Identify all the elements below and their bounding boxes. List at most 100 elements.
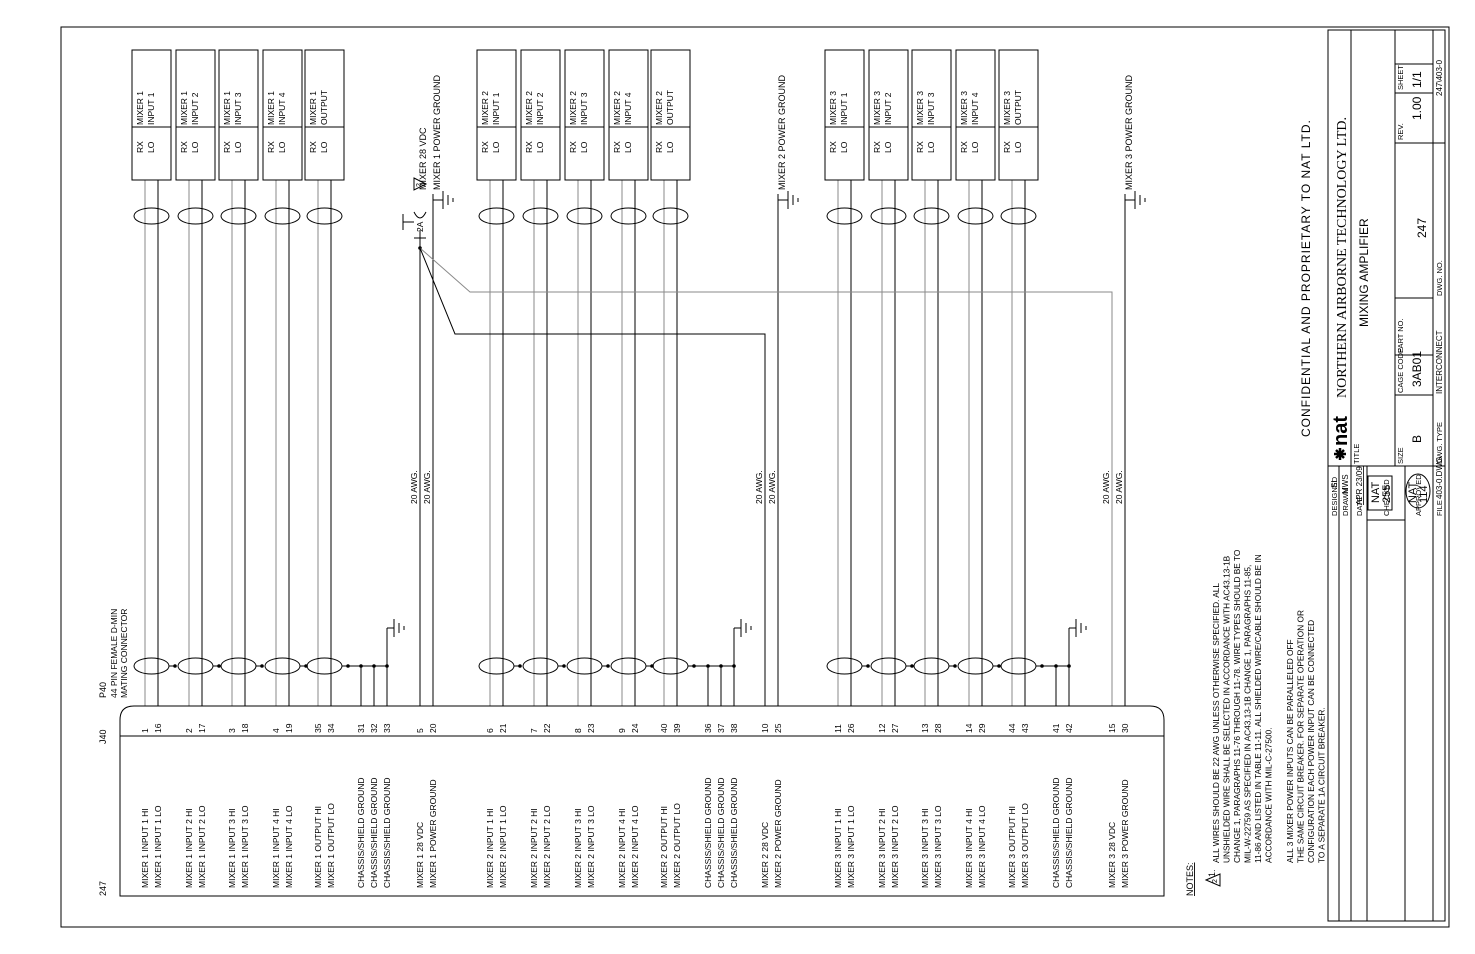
device-outline <box>868 49 909 181</box>
junction-dot <box>217 664 221 668</box>
device-lo: LO <box>623 141 633 153</box>
row-label: MIXER 2 INPUT 1 LO <box>498 805 508 888</box>
row-label: MIXER 2 INPUT 4 LO <box>630 805 640 888</box>
device-line-1: MIXER 2 <box>568 91 578 125</box>
pin-number: 27 <box>890 723 900 733</box>
pin-number: 28 <box>933 723 943 733</box>
note-2-line: ALL 3 MIXER POWER INPUTS CAN BE PARALLEL… <box>1285 639 1295 863</box>
shield-oval <box>522 657 559 675</box>
device-rx: RX <box>915 141 925 153</box>
checked-label: CHECKED <box>1382 479 1391 516</box>
device-line-1: MIXER 1 <box>135 91 145 125</box>
junction-dot <box>910 664 914 668</box>
wire-gauge: 20 AWG. <box>422 470 432 504</box>
pin-number: 25 <box>773 723 783 733</box>
note-2-number: 2 <box>1212 879 1219 883</box>
device-line-1: MIXER 2 <box>612 91 622 125</box>
drawing-title: MIXING AMPLIFIER <box>1357 218 1371 327</box>
row-label: MIXER 2 OUTPUT HI <box>659 806 669 888</box>
wire-gauge: 20 AWG. <box>1114 470 1124 504</box>
device-line-2: INPUT 2 <box>535 92 545 125</box>
device-lo: LO <box>1013 141 1023 153</box>
power-ground-icon <box>1134 191 1146 209</box>
title-block: DESIGNED SI DRAWN MWS DATE APR 23/09 CHE… <box>1327 29 1446 922</box>
pin-number: 34 <box>326 723 336 733</box>
device-outline <box>131 49 172 181</box>
breaker-rating: 2A <box>415 221 425 232</box>
date-label: DATE <box>1355 497 1364 516</box>
row-label: MIXER 1 OUTPUT LO <box>326 803 336 888</box>
dwg-type-label: DWG. TYPE <box>1435 422 1444 464</box>
shield-oval <box>478 207 515 225</box>
asterisk-icon <box>1334 448 1346 460</box>
device-lo: LO <box>319 141 329 153</box>
device-rx: RX <box>266 141 276 153</box>
device-line-1: MIXER 2 <box>654 91 664 125</box>
device-outline <box>824 49 865 181</box>
pin-number: 14 <box>964 723 974 733</box>
pin-number: 6 <box>485 728 495 733</box>
row-label: MIXER 3 INPUT 3 LO <box>933 805 943 888</box>
row-label: MIXER 1 INPUT 2 LO <box>197 805 207 888</box>
device-lo: LO <box>535 141 545 153</box>
j40-shell <box>119 705 1165 736</box>
power-ground-label: MIXER 2 POWER GROUND <box>777 74 787 190</box>
device-line-2: OUTPUT <box>319 90 329 125</box>
shield-oval <box>133 657 170 675</box>
note-1-text: ALL WIRES SHOULD BE 22 AWG UNLESS OTHERW… <box>1211 549 1274 863</box>
plug-description-2: MATING CONNECTOR <box>119 609 129 698</box>
shield-oval <box>133 207 170 225</box>
device-outline <box>564 49 605 181</box>
shield-oval <box>306 207 343 225</box>
junction-dot <box>606 664 610 668</box>
sheet-value: 1/1 <box>1410 71 1424 88</box>
dwg-no-label: DWG. NO. <box>1435 260 1444 296</box>
junction-dot <box>562 664 566 668</box>
dwg-no-value: 247\403-0 <box>1435 59 1444 96</box>
row-label: MIXER 3 INPUT 3 HI <box>920 808 930 888</box>
note-2-line: CONFIGURATION EACH POWER INPUT CAN BE CO… <box>1306 620 1316 863</box>
device-line-1: MIXER 3 <box>828 91 838 125</box>
date-value: APR 23/09 <box>1355 466 1364 505</box>
device-rx: RX <box>524 141 534 153</box>
device-lo: LO <box>190 141 200 153</box>
pin-number: 42 <box>1064 723 1074 733</box>
shield-oval <box>478 657 515 675</box>
device-rx: RX <box>222 141 232 153</box>
device-outline <box>608 49 649 181</box>
pin-number: 3 <box>227 728 237 733</box>
device-line-1: MIXER 3 <box>1002 91 1012 125</box>
device-line-2: INPUT 2 <box>190 92 200 125</box>
wire-gauge: 20 AWG. <box>754 470 764 504</box>
row-label: MIXER 3 INPUT 4 LO <box>977 805 987 888</box>
parallel-feed-3 <box>419 247 1113 706</box>
note-2-line: TO A SEPARATE 1A CIRCUIT BREAKER. <box>1317 707 1327 863</box>
device-line-1: MIXER 3 <box>872 91 882 125</box>
device-line-2: INPUT 3 <box>233 92 243 125</box>
pin-number: 33 <box>382 723 392 733</box>
shield-oval <box>610 207 647 225</box>
row-label: MIXER 1 INPUT 3 HI <box>227 808 237 888</box>
note-ref-number: 2 <box>416 183 423 187</box>
device-outline <box>650 49 691 181</box>
device-line-1: MIXER 3 <box>915 91 925 125</box>
row-label: CHASSIS/SHIELD GROUND <box>1051 777 1061 888</box>
pin-number: 7 <box>529 728 539 733</box>
pin-number: 2 <box>184 728 194 733</box>
row-label: MIXER 1 INPUT 4 HI <box>271 808 281 888</box>
pin-number: 26 <box>846 723 856 733</box>
junction-dot <box>173 664 177 668</box>
shield-oval <box>913 207 950 225</box>
plug-id: P40 <box>98 682 108 698</box>
drawn-value: MWS <box>1341 474 1350 494</box>
device-line-2: INPUT 3 <box>926 92 936 125</box>
drawing-border <box>60 26 1450 928</box>
